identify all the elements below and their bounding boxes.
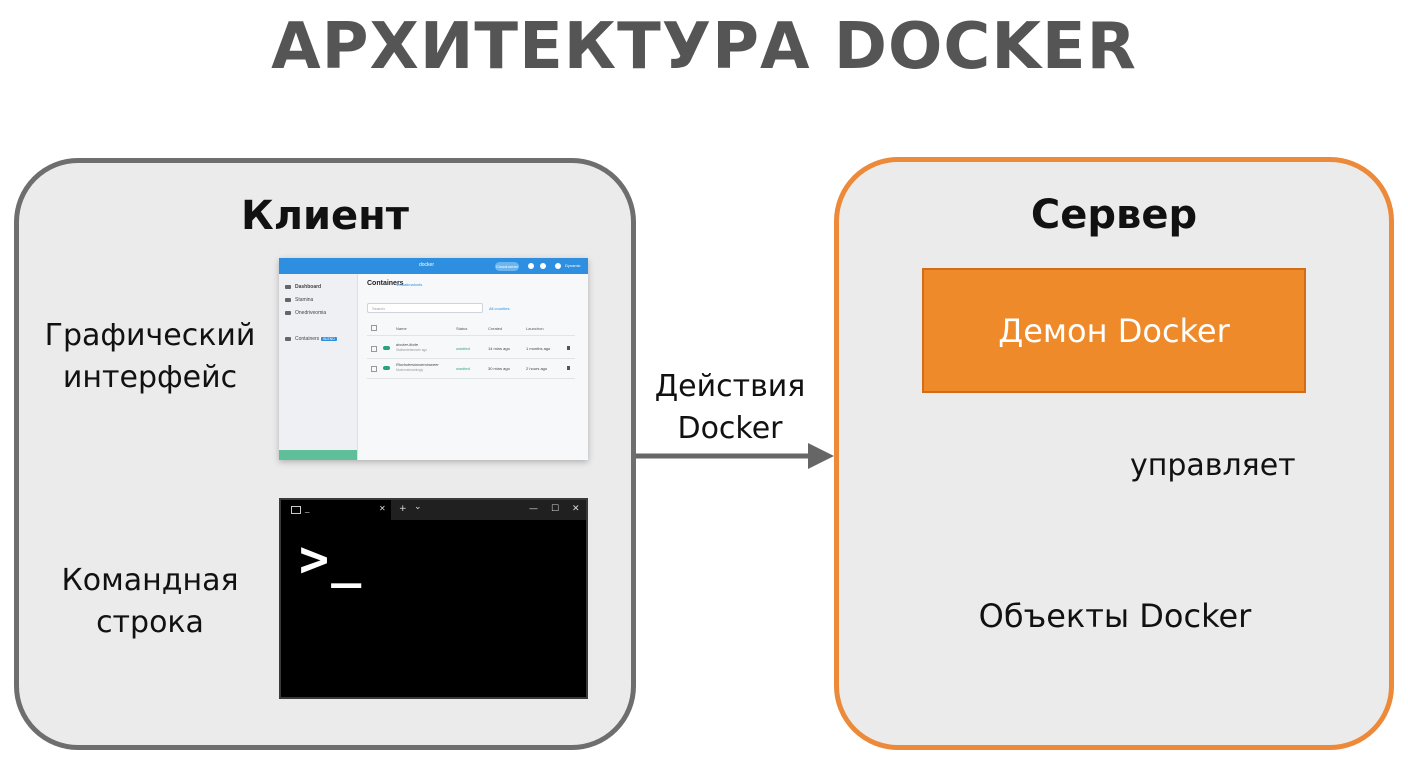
divider <box>367 358 575 359</box>
disk-icon <box>285 310 291 315</box>
row-launched: 2 hours ago <box>526 366 548 371</box>
box-icon <box>285 297 291 302</box>
diagram-title: АРХИТЕКТУРА DOCKER <box>271 10 1137 84</box>
info-icon <box>285 336 291 341</box>
gui-user: Dynamic <box>565 263 581 268</box>
checkbox <box>371 366 377 372</box>
column-status: Status <box>456 326 468 331</box>
gui-search-input: Search <box>367 303 483 313</box>
trash-icon <box>567 346 570 350</box>
checkbox <box>371 325 377 331</box>
gui-brand: docker <box>419 262 435 268</box>
gui-subheading: Versatimalonts <box>396 282 423 287</box>
sidebar-footer <box>279 450 357 460</box>
column-launched: Launchon <box>526 326 544 331</box>
docker-objects-box: Объекты Docker <box>978 597 1252 635</box>
divider <box>367 378 575 379</box>
server-panel: Сервер <box>834 157 1394 750</box>
divider <box>367 335 575 336</box>
sidebar-badge: BLEND <box>321 337 337 341</box>
row-created: 14 mins ago <box>488 346 510 351</box>
gui-filter-link: All counties <box>489 306 510 311</box>
manages-label: управляет <box>1130 448 1296 483</box>
chevron-down-icon: ⌄ <box>414 502 422 512</box>
settings-icon <box>540 263 546 269</box>
minimize-icon: — <box>529 504 538 514</box>
row-launched: 1 months ago <box>526 346 551 351</box>
column-created: Created <box>488 326 503 331</box>
sidebar-item-drive: Onedriveomia <box>285 310 326 316</box>
terminal-titlebar: _ ✕ + ⌄ — ☐ ✕ <box>281 500 586 520</box>
row-name: Rlochdersimweroinweer <box>396 362 439 367</box>
sidebar-item-dashboard: Dashboard <box>285 284 321 290</box>
terminal-tab: _ ✕ <box>281 500 391 520</box>
row-sub: Modernstreamingly <box>396 368 424 372</box>
maximize-icon: ☐ <box>551 504 560 514</box>
container-icon <box>383 366 390 370</box>
gui-topbar: docker Cloudrunner Dynamic <box>279 258 588 274</box>
container-icon <box>383 346 390 350</box>
row-status: ownited <box>456 366 470 371</box>
terminal-prompt: >_ <box>299 530 364 588</box>
row-name: docker-lthde <box>396 342 418 347</box>
avatar <box>555 263 561 269</box>
new-tab-icon: + <box>399 504 407 514</box>
cli-label: Командная строка <box>61 563 239 640</box>
gui-sidebar: Dashboard Stamina Onedriveomia Container… <box>279 274 358 460</box>
column-name: Name <box>396 326 407 331</box>
trash-icon <box>567 366 570 370</box>
row-created: 30 mins ago <box>488 366 510 371</box>
whale-icon <box>285 284 291 289</box>
row-sub: Statherdetenewin ago <box>396 348 428 352</box>
gui-top-button: Cloudrunner <box>495 262 519 271</box>
gear-icon <box>528 263 534 269</box>
server-title: Сервер <box>1030 192 1198 238</box>
terminal-screenshot: _ ✕ + ⌄ — ☐ ✕ >_ <box>279 498 588 699</box>
client-title: Клиент <box>241 193 409 239</box>
row-status: ownited <box>456 346 470 351</box>
gui-label: Графический интерфейс <box>44 318 256 395</box>
docker-daemon-box: Демон Docker <box>922 268 1306 393</box>
gui-heading: Containers <box>367 280 404 287</box>
window-close-icon: ✕ <box>572 504 580 514</box>
gui-screenshot: docker Cloudrunner Dynamic Dashboard Sta… <box>279 258 588 460</box>
sidebar-item-stamina: Stamina <box>285 297 313 303</box>
close-icon: ✕ <box>379 504 386 513</box>
arrow-label: Действия Docker <box>654 369 806 446</box>
terminal-icon <box>291 506 301 514</box>
checkbox <box>371 346 377 352</box>
